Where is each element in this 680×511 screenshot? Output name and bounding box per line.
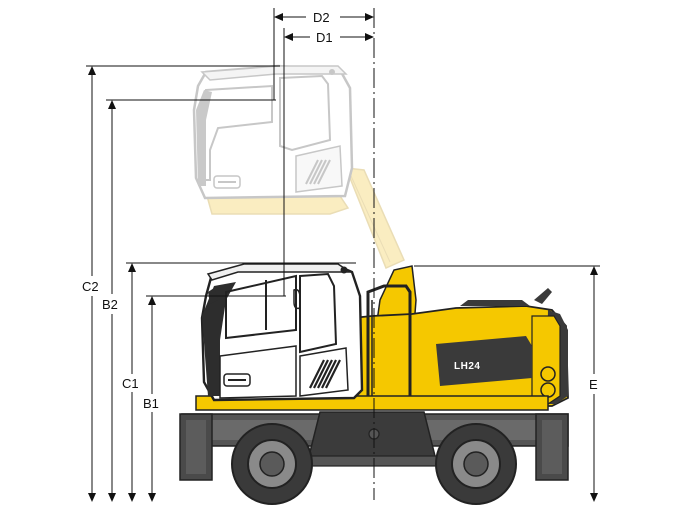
rear-wheel — [435, 423, 517, 505]
model-badge: LH24 — [454, 361, 480, 372]
dim-label-b1: B1 — [143, 396, 159, 411]
dim-label-c1: C1 — [122, 376, 139, 391]
dim-label-d2: D2 — [313, 10, 330, 25]
dim-label-e: E — [589, 377, 598, 392]
dimension-lines — [86, 8, 600, 500]
dim-label-c2: C2 — [82, 279, 99, 294]
front-wheel — [231, 423, 313, 505]
excavator-machine: LH24 — [179, 263, 569, 505]
dim-label-d1: D1 — [316, 30, 333, 45]
dim-label-b2: B2 — [102, 297, 118, 312]
arrowheads — [88, 13, 598, 502]
raised-cab-ghost — [192, 64, 405, 270]
